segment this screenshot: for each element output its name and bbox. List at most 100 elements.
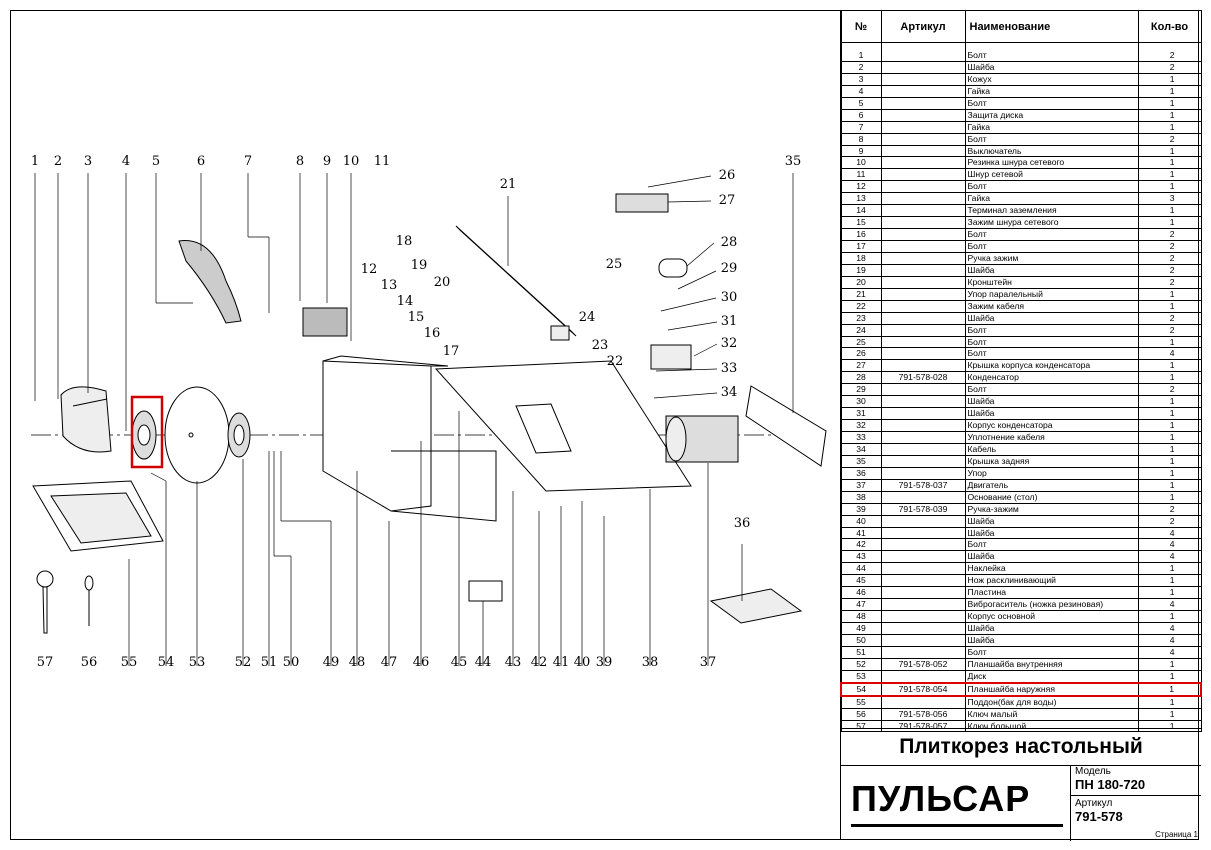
model-row: Модель ПН 180-720 xyxy=(1071,766,1201,796)
cell-name: Планшайба внутренняя xyxy=(964,658,1139,671)
cell-qty: 1 xyxy=(1137,419,1202,432)
cell-no: 43 xyxy=(840,550,882,564)
cell-name: Уплотнение кабеля xyxy=(964,431,1139,444)
cell-name: Гайка xyxy=(964,85,1139,98)
cell-name: Упор xyxy=(964,467,1139,480)
cell-name: Крышка задняя xyxy=(964,455,1139,468)
callout-8: 8 xyxy=(296,154,304,169)
cell-no: 37 xyxy=(840,479,882,492)
cell-name: Шайба xyxy=(964,61,1139,74)
callout-57: 57 xyxy=(37,655,54,670)
cell-name: Корпус конденсатора xyxy=(964,419,1139,432)
cell-name: Болт xyxy=(964,646,1139,659)
cell-qty: 1 xyxy=(1137,455,1202,468)
cell-qty: 2 xyxy=(1137,312,1202,325)
cell-qty: 2 xyxy=(1137,503,1202,516)
cell-no: 48 xyxy=(840,610,882,623)
cell-sku xyxy=(880,419,966,432)
cell-name: Шайба xyxy=(964,312,1139,325)
cell-qty: 1 xyxy=(1137,121,1202,134)
callout-2: 2 xyxy=(54,154,62,169)
cell-no: 47 xyxy=(840,598,882,612)
cell-qty: 1 xyxy=(1137,467,1202,480)
cell-sku xyxy=(880,156,966,170)
cell-no: 34 xyxy=(840,443,882,456)
cell-sku xyxy=(880,288,966,301)
cell-no: 26 xyxy=(840,347,882,361)
callout-39: 39 xyxy=(596,655,613,670)
cell-name: Поддон(бак для воды) xyxy=(964,695,1139,709)
cell-name: Двигатель xyxy=(964,479,1139,492)
cell-qty: 2 xyxy=(1137,252,1202,265)
callout-30: 30 xyxy=(721,290,738,305)
cell-sku: 791-578-039 xyxy=(880,503,966,516)
cell-qty: 2 xyxy=(1137,240,1202,253)
cell-sku xyxy=(880,527,966,540)
cell-name: Шайба xyxy=(964,407,1139,421)
callout-28: 28 xyxy=(721,235,738,250)
cell-no: 14 xyxy=(840,204,882,218)
cell-qty: 1 xyxy=(1137,395,1202,409)
callout-10: 10 xyxy=(343,154,360,169)
cell-name: Болт xyxy=(964,336,1139,349)
cell-no: 3 xyxy=(840,73,882,86)
cell-qty: 1 xyxy=(1137,479,1202,492)
callout-19: 19 xyxy=(411,258,428,273)
cell-name: Шайба xyxy=(964,634,1139,647)
cell-sku xyxy=(880,240,966,253)
cell-no: 21 xyxy=(840,288,882,301)
product-title: Плиткорез настольный xyxy=(841,729,1201,766)
cell-no: 32 xyxy=(840,419,882,432)
cell-sku xyxy=(880,121,966,134)
model-info: Модель ПН 180-720 Артикул 791-578 Страни… xyxy=(1071,766,1201,841)
cell-qty: 4 xyxy=(1137,347,1202,361)
cell-qty: 1 xyxy=(1137,180,1202,194)
cell-qty: 2 xyxy=(1137,515,1202,528)
callout-38: 38 xyxy=(642,655,659,670)
cell-sku xyxy=(880,646,966,659)
header-no: № xyxy=(840,10,882,43)
callout-51: 51 xyxy=(261,655,278,670)
cell-sku xyxy=(880,180,966,194)
cell-no: 28 xyxy=(840,371,882,385)
callout-37: 37 xyxy=(700,655,717,670)
cell-sku xyxy=(880,491,966,504)
cell-qty: 1 xyxy=(1137,216,1202,230)
brand-logo: ПУЛЬСАР xyxy=(851,778,1031,819)
cell-no: 11 xyxy=(840,168,882,182)
cell-name: Зажим шнура сетевого xyxy=(964,216,1139,230)
cell-name: Болт xyxy=(964,347,1139,361)
cell-qty: 1 xyxy=(1137,407,1202,421)
cell-sku xyxy=(880,550,966,564)
cell-sku xyxy=(880,695,966,709)
cell-sku xyxy=(880,598,966,612)
model-label: Модель xyxy=(1075,766,1111,777)
callout-7: 7 xyxy=(244,154,252,169)
cell-no: 35 xyxy=(840,455,882,468)
cell-no: 7 xyxy=(840,121,882,134)
cell-no: 49 xyxy=(840,622,882,635)
